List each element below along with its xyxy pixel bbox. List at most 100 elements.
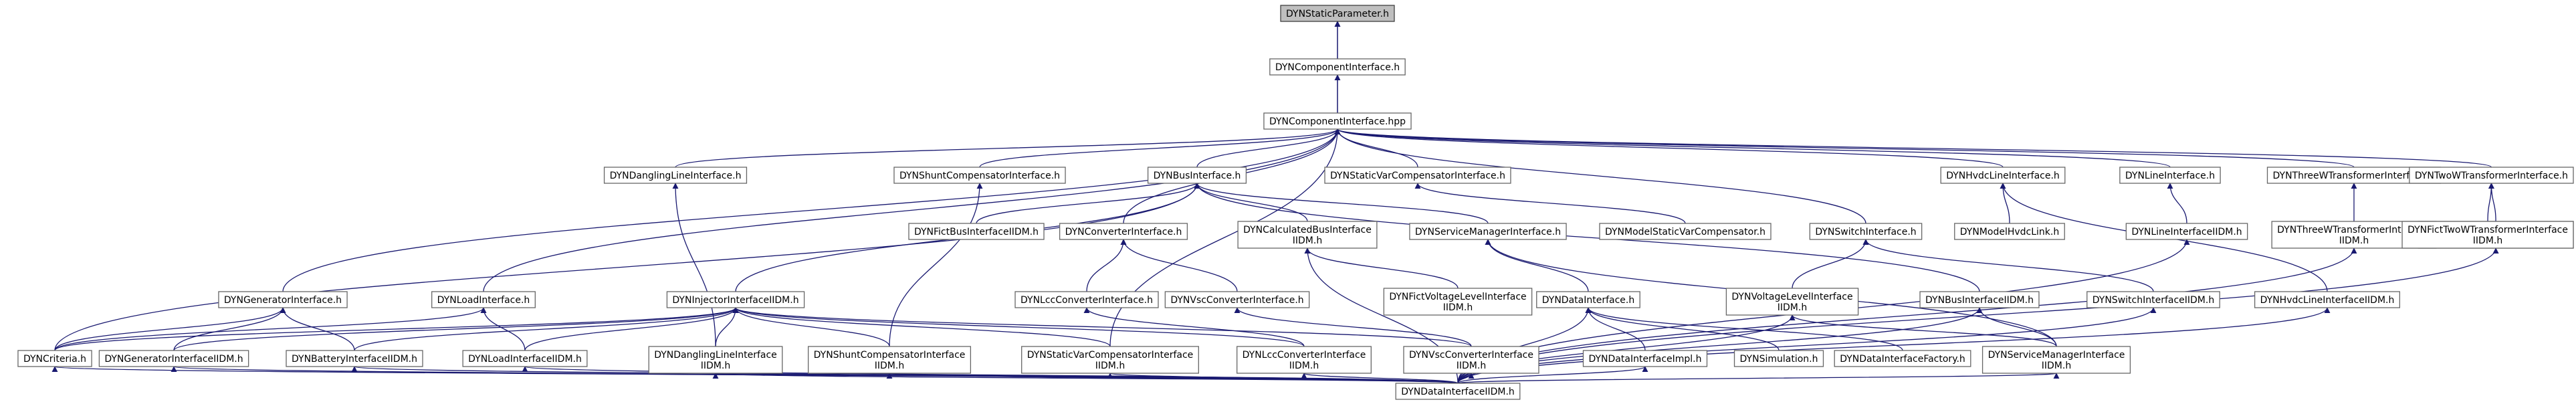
node-box bbox=[1263, 112, 1412, 130]
node-bus-interface[interactable]: DYNBusInterface.h bbox=[1147, 167, 1247, 184]
node-box bbox=[1395, 383, 1521, 400]
node-service-mgr[interactable]: DYNServiceManagerInterface.h bbox=[1409, 223, 1567, 240]
node-lcc-conv[interactable]: DYNLccConverterInterface.h bbox=[1014, 291, 1159, 308]
node-label: DYNLccConverterInterface.h bbox=[1021, 295, 1153, 306]
edge-data-iidm-to-svc-iidm bbox=[1107, 373, 1459, 384]
node-data-interface[interactable]: DYNDataInterface.h bbox=[1536, 291, 1640, 308]
node-data-factory[interactable]: DYNDataInterfaceFactory.h bbox=[1834, 350, 1971, 367]
node-bus-iidm[interactable]: DYNBusInterfaceIIDM.h bbox=[1919, 291, 2040, 308]
node-battery-iidm[interactable]: DYNBatteryInterfaceIIDM.h bbox=[286, 350, 423, 367]
node-label: DYNConverterInterface.h bbox=[1065, 227, 1182, 237]
node-model-svc[interactable]: DYNModelStaticVarCompensator.h bbox=[1599, 223, 1772, 240]
edge-switch-interface-to-component-interface-hpp bbox=[1334, 128, 1866, 224]
edge-data-iidm-to-lcc-iidm bbox=[1301, 373, 1459, 384]
node-label: DYNServiceManagerInterface.h bbox=[1415, 227, 1561, 237]
node-dangling-line[interactable]: DYNDanglingLineInterface.h bbox=[603, 167, 748, 184]
node-static-var-comp[interactable]: DYNStaticVarCompensatorInterface.h bbox=[1324, 167, 1511, 184]
node-label: DYNHvdcLineInterfaceIIDM.h bbox=[2260, 295, 2395, 306]
node-injector-iidm[interactable]: DYNInjectorInterfaceIIDM.h bbox=[666, 291, 805, 308]
node-data-impl[interactable]: DYNDataInterfaceImpl.h bbox=[1582, 350, 1708, 367]
node-label: DYNDataInterfaceFactory.h bbox=[1840, 354, 1965, 365]
edge-data-interface-to-service-mgr bbox=[1485, 239, 1589, 292]
node-component-interface-h[interactable]: DYNComponentInterface.h bbox=[1269, 58, 1406, 76]
node-line-iidm[interactable]: DYNLineInterfaceIIDM.h bbox=[2125, 223, 2248, 240]
node-converter[interactable]: DYNConverterInterface.h bbox=[1059, 223, 1188, 240]
node-generator[interactable]: DYNGeneratorInterface.h bbox=[218, 291, 348, 308]
node-label: DYNShuntCompensatorInterface.h bbox=[899, 171, 1060, 181]
edge-two-w-to-component-interface-hpp bbox=[1334, 128, 2492, 168]
edge-hvdc-line-to-component-interface-hpp bbox=[1334, 128, 2004, 168]
node-box bbox=[1021, 346, 1199, 374]
node-box bbox=[1324, 167, 1511, 184]
edge-criteria-to-bus-interface bbox=[54, 183, 1200, 351]
node-label: DYNGeneratorInterfaceIIDM.h bbox=[104, 354, 243, 365]
node-shunt-comp[interactable]: DYNShuntCompensatorInterface.h bbox=[893, 167, 1066, 184]
node-box bbox=[1599, 223, 1772, 240]
node-generator-iidm[interactable]: DYNGeneratorInterfaceIIDM.h bbox=[98, 350, 249, 367]
node-box bbox=[1383, 288, 1533, 316]
node-label: IIDM.h bbox=[875, 361, 904, 371]
node-simulation[interactable]: DYNSimulation.h bbox=[1733, 350, 1824, 367]
node-label: DYNGeneratorInterface.h bbox=[224, 295, 342, 306]
node-label: DYNDanglingLineInterface.h bbox=[610, 171, 742, 181]
node-hvdc-line[interactable]: DYNHvdcLineInterface.h bbox=[1940, 167, 2066, 184]
node-static-param[interactable]: DYNStaticParameter.h bbox=[1280, 5, 1395, 22]
node-label: IIDM.h bbox=[1778, 302, 1807, 313]
node-box bbox=[2254, 291, 2401, 308]
node-load[interactable]: DYNLoadInterface.h bbox=[431, 291, 536, 308]
node-data-iidm[interactable]: DYNDataInterfaceIIDM.h bbox=[1395, 383, 1521, 400]
node-vsc-conv[interactable]: DYNVscConverterInterface.h bbox=[1164, 291, 1310, 308]
node-box bbox=[1536, 291, 1640, 308]
node-two-w[interactable]: DYNTwoWTransformerInterface.h bbox=[2409, 167, 2574, 184]
node-label: DYNComponentInterface.hpp bbox=[1269, 116, 1406, 127]
node-line-interface[interactable]: DYNLineInterface.h bbox=[2119, 167, 2221, 184]
node-fict-bus-iidm[interactable]: DYNFictBusInterfaceIIDM.h bbox=[908, 223, 1045, 240]
node-model-hvdc[interactable]: DYNModelHvdcLink.h bbox=[1954, 223, 2065, 240]
node-box bbox=[17, 350, 92, 367]
edge-vsc-iidm-to-injector-iidm bbox=[732, 307, 1472, 347]
node-label: IIDM.h bbox=[2339, 235, 2369, 246]
node-box bbox=[2125, 223, 2248, 240]
node-switch-interface[interactable]: DYNSwitchInterface.h bbox=[1809, 223, 1923, 240]
edge-fict-vl-iidm-to-calc-bus bbox=[1304, 247, 1459, 289]
node-box bbox=[1237, 221, 1378, 249]
node-label: DYNStaticVarCompensatorInterface.h bbox=[1330, 171, 1505, 181]
node-label: DYNComponentInterface.h bbox=[1275, 62, 1400, 73]
node-label: DYNModelHvdcLink.h bbox=[1960, 227, 2059, 237]
node-component-interface-hpp[interactable]: DYNComponentInterface.hpp bbox=[1263, 112, 1412, 130]
node-switch-iidm[interactable]: DYNSwitchInterfaceIIDM.h bbox=[2086, 291, 2220, 308]
edge-vl-iidm-to-switch-interface bbox=[1792, 239, 1869, 289]
node-box bbox=[1940, 167, 2066, 184]
node-box bbox=[807, 346, 972, 374]
edge-bus-iidm-to-bus-interface bbox=[1194, 183, 1980, 292]
node-label: DYNHvdcLineInterface.h bbox=[1946, 171, 2060, 181]
node-label: DYNDanglingLineInterface bbox=[654, 350, 777, 361]
node-box bbox=[1237, 346, 1372, 374]
node-hvdc-iidm[interactable]: DYNHvdcLineInterfaceIIDM.h bbox=[2254, 291, 2401, 308]
node-label: DYNLccConverterInterface bbox=[1243, 350, 1366, 361]
node-box bbox=[908, 223, 1045, 240]
node-box bbox=[1725, 288, 1859, 316]
edge-criteria-to-load bbox=[54, 307, 487, 351]
edge-shunt-iidm-to-shunt-comp bbox=[889, 183, 983, 347]
node-box bbox=[1981, 346, 2131, 374]
node-label: DYNBusInterfaceIIDM.h bbox=[1925, 295, 2034, 306]
node-criteria[interactable]: DYNCriteria.h bbox=[17, 350, 92, 367]
node-load-iidm[interactable]: DYNLoadInterfaceIIDM.h bbox=[462, 350, 588, 367]
edge-bus-interface-to-component-interface-hpp bbox=[1196, 128, 1341, 168]
node-label: DYNSimulation.h bbox=[1740, 354, 1818, 365]
node-box bbox=[2119, 167, 2221, 184]
node-label: IIDM.h bbox=[701, 361, 730, 371]
node-label: DYNStaticParameter.h bbox=[1286, 9, 1389, 19]
edge-data-iidm-to-data-impl bbox=[1457, 366, 1648, 384]
